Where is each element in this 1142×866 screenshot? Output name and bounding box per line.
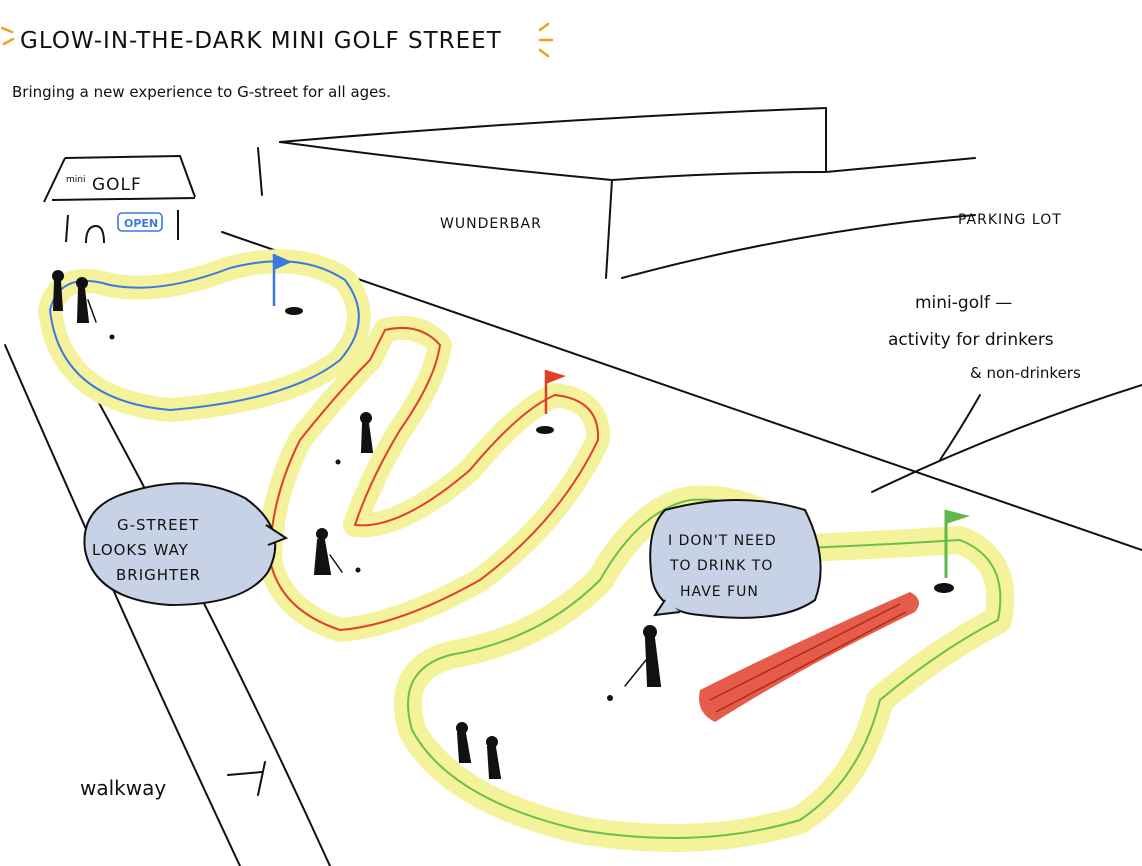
blue-course bbox=[38, 249, 371, 422]
open-badge bbox=[117, 212, 163, 232]
green-ball-icon bbox=[607, 695, 613, 701]
page-subtitle: Bringing a new experience to G-street fo… bbox=[12, 83, 391, 101]
bubble-right-line-1: I DON'T NEED bbox=[668, 533, 777, 549]
bubble-left-line-3: BRIGHTER bbox=[116, 566, 201, 584]
mini-golf-shop: mini GOLF OPEN bbox=[43, 154, 196, 244]
page-title: GLOW-IN-THE-DARK MINI GOLF STREET bbox=[20, 28, 502, 54]
red-hole-icon bbox=[536, 426, 554, 434]
note-line-1: mini-golf — bbox=[915, 293, 1012, 313]
golfer-icon-3 bbox=[360, 412, 374, 453]
golfer-icon-4 bbox=[313, 528, 343, 575]
golfer-figures bbox=[52, 270, 662, 779]
speech-bubble-right: I DON'T NEED TO DRINK TO HAVE FUN bbox=[649, 499, 822, 619]
green-course bbox=[394, 485, 1015, 852]
blue-ball-icon bbox=[109, 334, 115, 340]
bubble-left-line-2: LOOKS WAY bbox=[92, 541, 189, 559]
blue-hole-icon bbox=[285, 307, 303, 315]
parking-lot-label: PARKING LOT bbox=[958, 212, 1062, 228]
golfer-icon-2 bbox=[76, 277, 97, 323]
golfer-icon-6 bbox=[456, 722, 472, 763]
note-line-3: & non-drinkers bbox=[970, 364, 1081, 382]
bubble-left-line-1: G-STREET bbox=[117, 516, 199, 534]
green-hole-icon bbox=[934, 583, 954, 593]
side-note: mini-golf — activity for drinkers & non-… bbox=[888, 293, 1081, 382]
walkway-label: walkway bbox=[80, 776, 166, 800]
note-line-2: activity for drinkers bbox=[888, 330, 1054, 350]
speech-bubble-left: G-STREET LOOKS WAY BRIGHTER bbox=[83, 482, 289, 607]
red-flag-icon bbox=[544, 370, 566, 414]
shop-sign-small: mini bbox=[66, 175, 85, 185]
ramp-obstacle-icon bbox=[699, 592, 919, 722]
green-flag-icon bbox=[944, 510, 970, 578]
shop-sign-large: GOLF bbox=[92, 175, 142, 195]
title-sparkle-left bbox=[0, 26, 15, 46]
blue-flag-icon bbox=[272, 254, 292, 306]
bubble-right-line-3: HAVE FUN bbox=[680, 584, 759, 600]
golfer-icon-7 bbox=[486, 736, 502, 779]
red-ball-icon-1 bbox=[335, 459, 341, 465]
red-ball-icon-2 bbox=[355, 567, 361, 573]
open-badge-label: OPEN bbox=[124, 217, 158, 230]
golfer-icon-1 bbox=[52, 270, 64, 311]
building-label: WUNDERBAR bbox=[440, 216, 542, 232]
title-sparkle-right bbox=[538, 22, 554, 58]
golfer-icon-5 bbox=[624, 625, 662, 687]
bubble-right-line-2: TO DRINK TO bbox=[669, 558, 773, 574]
